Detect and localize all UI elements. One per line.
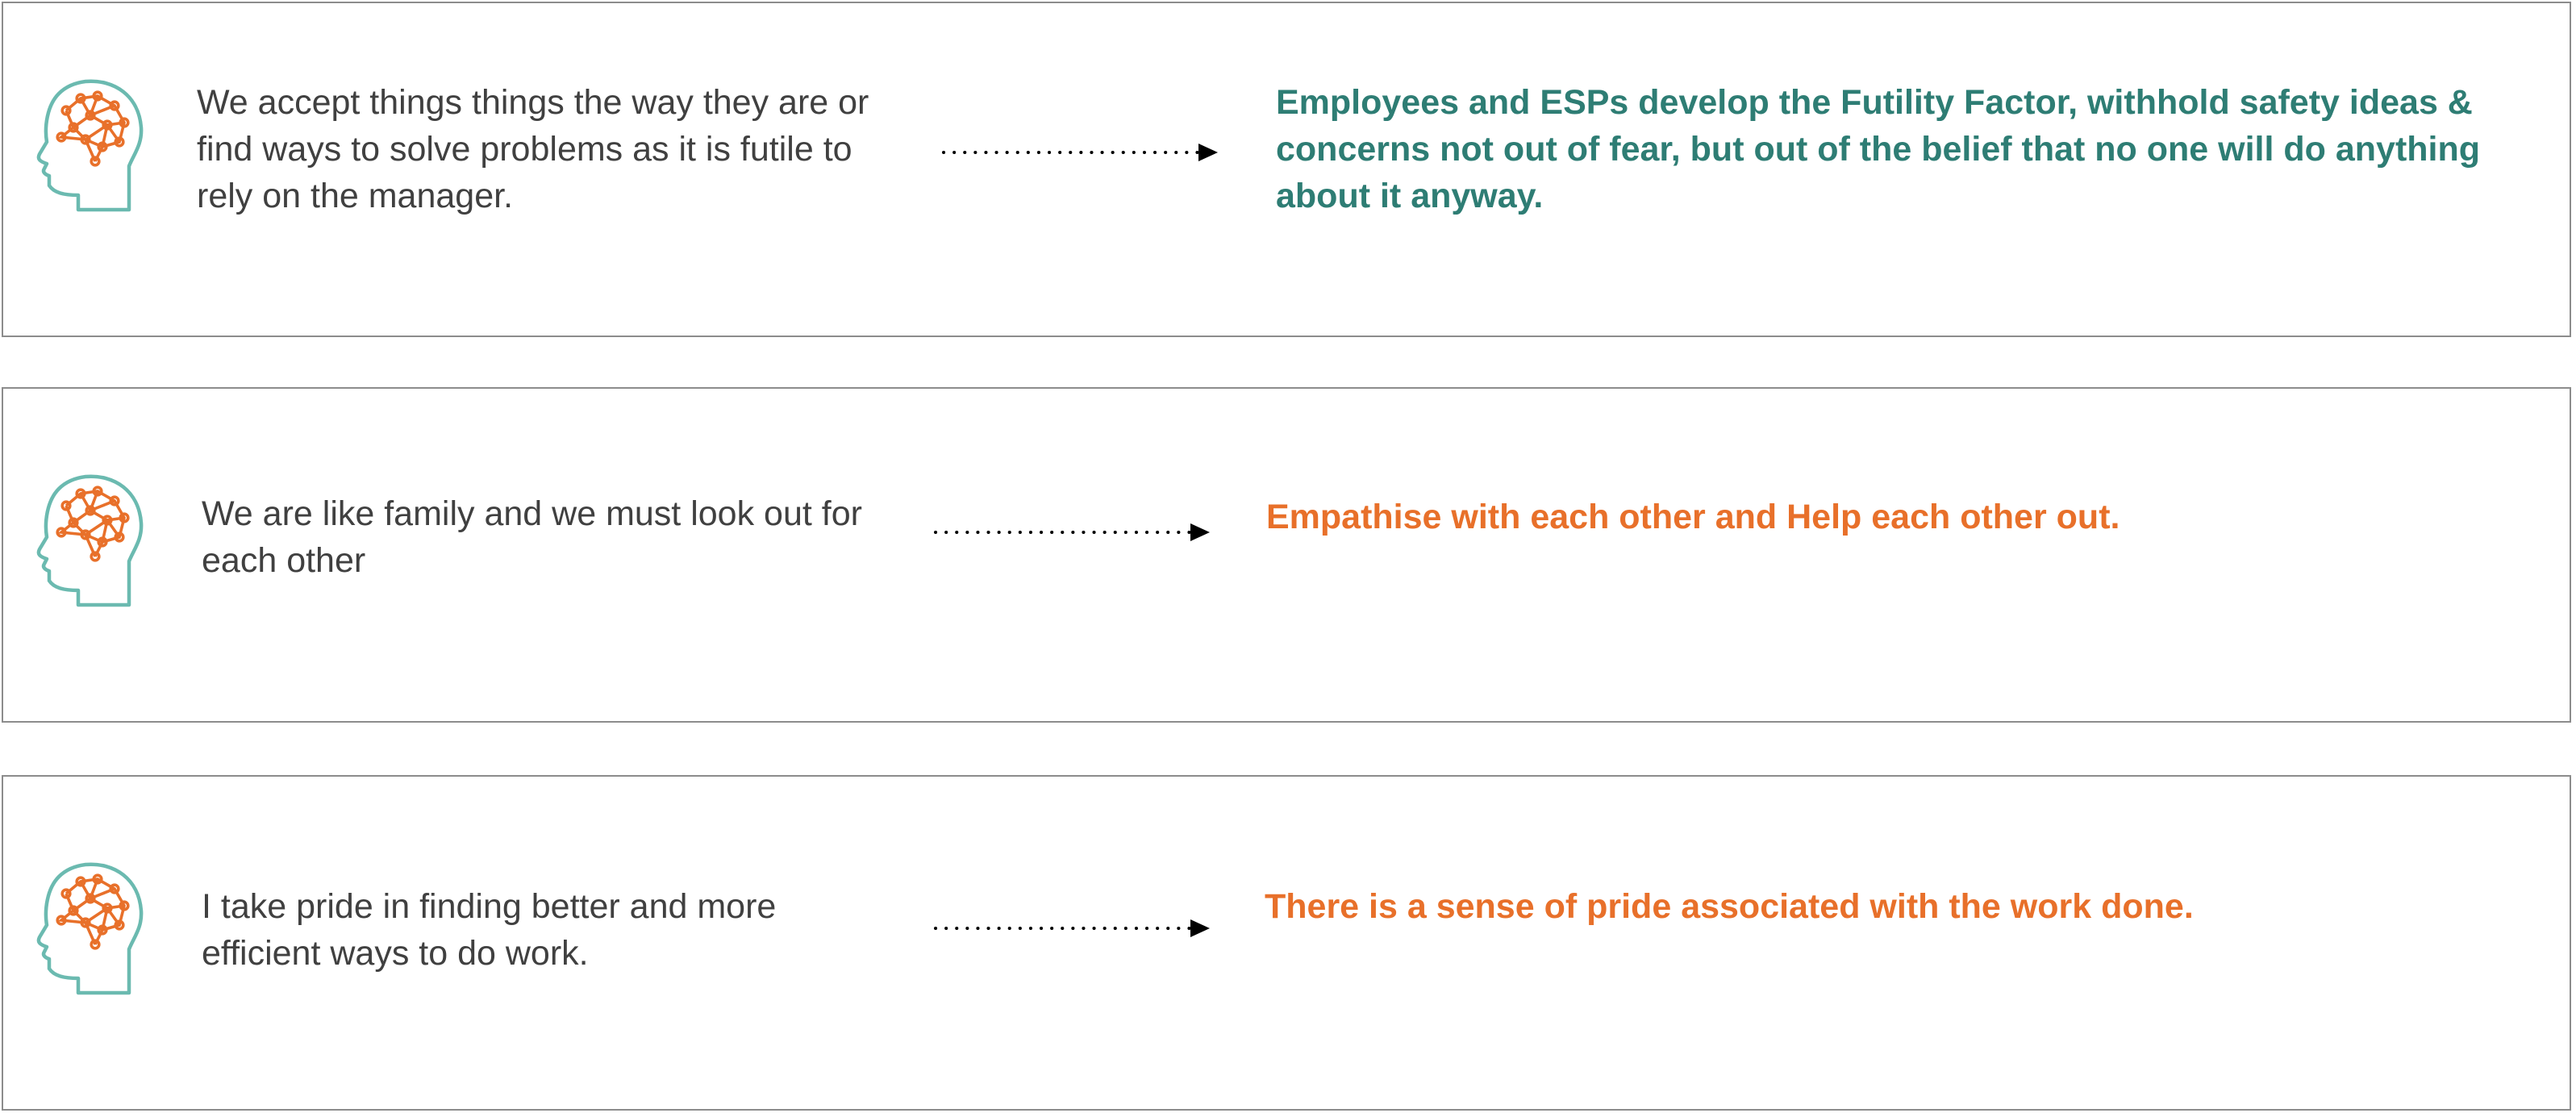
belief-text: We are like family and we must look out …	[202, 494, 862, 580]
dotted-arrow-icon	[934, 523, 1210, 541]
outcome-text: Employees and ESPs develop the Futility …	[1276, 83, 2481, 215]
belief-text: We accept things things the way they are…	[197, 83, 869, 215]
dotted-arrow-icon	[942, 144, 1218, 161]
belief-text: I take pride in finding better and more …	[202, 887, 777, 973]
head-brain-icon	[36, 474, 144, 607]
belief-card: I take pride in finding better and more …	[2, 775, 2571, 1111]
dotted-arrow-icon	[934, 919, 1210, 937]
head-brain-icon	[36, 79, 144, 212]
head-brain-icon	[36, 862, 144, 995]
outcome-text: There is a sense of pride associated wit…	[1265, 887, 2194, 926]
outcome-text: Empathise with each other and Help each …	[1266, 498, 2120, 536]
belief-card: We are like family and we must look out …	[2, 387, 2571, 723]
belief-card: We accept things things the way they are…	[2, 2, 2571, 337]
